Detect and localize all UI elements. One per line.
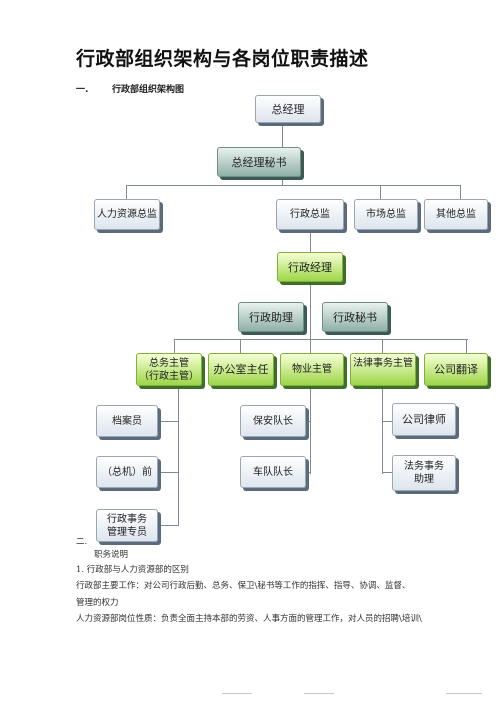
org-node-office-director: 办公室主任 [208,353,274,386]
section-heading: 职务说明 [94,550,129,560]
body-paragraph-line: 行政部主要工作：对公司行政后勤、总务、保卫\秘书等工作的指挥、指导、协调、监督、 [76,581,411,591]
org-node-admin-specialist: 行政事务管理专员 [96,509,158,542]
page-title: 行政部组织架构与各岗位职责描述 [76,48,369,70]
org-node-company-lawyer: 公司律师 [392,403,456,436]
org-node-security-captain: 保安队长 [240,405,306,437]
org-node-ceo: 总经理 [255,95,321,123]
org-node-ceo-secretary: 总经理秘书 [217,147,301,177]
org-node-property-supervisor: 物业主管 [280,353,344,386]
org-node-general-affairs: 总务主管 （行政主管） [136,353,202,386]
list-item-heading: 1. 行政部与人力资源部的区别 [76,565,189,575]
org-node-translator: 公司翻译 [424,353,488,386]
body-paragraph-line: 管理的权力 [76,598,119,608]
body-paragraph-line: 人力资源部岗位性质：负责全面主持本部的劳资、人事方面的管理工作，对人员的招聘\培… [76,614,422,624]
org-node-fleet-captain: 车队队长 [240,456,306,488]
org-node-admin-assistant: 行政助理 [238,302,304,332]
org-node-legal-supervisor: 法律事务主管 [350,353,416,386]
section-number: 一. [76,85,89,95]
org-node-other-director: 其他总监 [424,199,488,230]
org-node-market-director: 市场总监 [354,199,418,230]
org-node-front-desk: （总机）前 [96,456,158,488]
section-number: 二. [76,537,88,547]
org-node-admin-manager: 行政经理 [277,252,343,282]
org-node-admin-director: 行政总监 [276,199,344,230]
org-node-general-affairs-title: 总务主管 [149,357,189,369]
org-node-general-affairs-subtitle: （行政主管） [139,370,199,382]
org-node-hr-director: 人力资源总监 [94,199,160,230]
org-node-admin-secretary: 行政秘书 [322,302,388,332]
org-node-legal-assistant: 法务事务助理 [392,455,456,491]
section-heading: 行政部组织架构图 [112,85,185,95]
org-node-archivist: 档案员 [96,405,158,437]
